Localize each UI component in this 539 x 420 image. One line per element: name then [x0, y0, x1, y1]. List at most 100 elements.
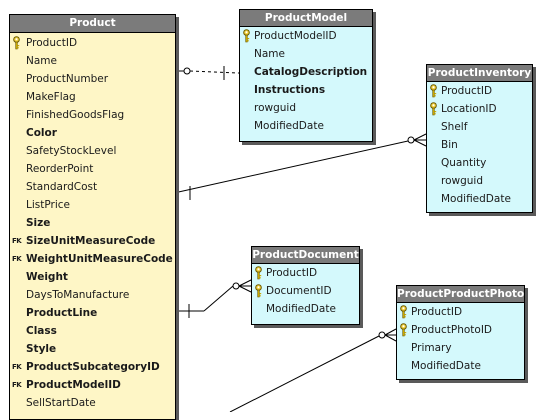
column-name: SizeUnitMeasureCode: [26, 235, 156, 247]
column-row[interactable]: LocationID: [427, 100, 532, 118]
column-row[interactable]: ModifiedDate: [252, 300, 359, 318]
table-title[interactable]: Product: [10, 15, 175, 33]
column-name: ProductModelID: [254, 30, 337, 42]
column-name: rowguid: [254, 102, 296, 114]
column-name: ProductID: [26, 37, 78, 49]
column-row[interactable]: SellStartDate: [10, 394, 175, 412]
column-name: SellStartDate: [26, 397, 96, 409]
fk-icon: FK: [12, 255, 22, 273]
column-row[interactable]: ProductPhotoID: [397, 321, 524, 339]
column-row[interactable]: Shelf: [427, 118, 532, 136]
column-row[interactable]: rowguid: [240, 99, 372, 117]
column-row[interactable]: ProductID: [252, 264, 359, 282]
fk-label: FK: [12, 255, 22, 263]
column-row[interactable]: Name: [240, 45, 372, 63]
column-name: FinishedGoodsFlag: [26, 109, 125, 121]
key-icon: [429, 82, 438, 100]
column-name: Size: [26, 217, 51, 229]
table-productdocument[interactable]: ProductDocument ProductID DocumentID Modif…: [251, 246, 360, 325]
fk-label: FK: [12, 381, 22, 389]
column-name: MakeFlag: [26, 91, 76, 103]
column-row[interactable]: CatalogDescription: [240, 63, 372, 81]
relation-product-productdocument[interactable]: [174, 279, 252, 318]
relation-product-productmodel[interactable]: [174, 66, 240, 80]
column-row[interactable]: FK ProductSubcategoryID: [10, 358, 175, 376]
column-name: ProductNumber: [26, 73, 109, 85]
column-row[interactable]: ProductNumber: [10, 70, 175, 88]
column-name: DocumentID: [266, 285, 332, 297]
column-name: ListPrice: [26, 199, 70, 211]
key-icon: [242, 27, 251, 45]
fk-icon: FK: [12, 381, 22, 399]
column-name: rowguid: [441, 175, 483, 187]
column-row[interactable]: Style: [10, 340, 175, 358]
column-name: Name: [26, 55, 57, 67]
column-name: ProductLine: [26, 307, 98, 319]
column-row[interactable]: Weight: [10, 268, 175, 286]
column-name: SafetyStockLevel: [26, 145, 117, 157]
column-row[interactable]: rowguid: [427, 172, 532, 190]
table-title[interactable]: ProductDocument: [252, 247, 359, 264]
column-row[interactable]: FK SizeUnitMeasureCode: [10, 232, 175, 250]
column-name: ProductSubcategoryID: [26, 361, 160, 373]
column-row[interactable]: MakeFlag: [10, 88, 175, 106]
column-name: CatalogDescription: [254, 66, 368, 78]
table-productproductphoto[interactable]: ProductProductPhoto ProductID ProductPhot…: [396, 285, 525, 380]
key-icon: [429, 100, 438, 118]
column-row[interactable]: Color: [10, 124, 175, 142]
column-name: StandardCost: [26, 181, 98, 193]
column-row[interactable]: Quantity: [427, 154, 532, 172]
column-row[interactable]: Bin: [427, 136, 532, 154]
column-row[interactable]: FinishedGoodsFlag: [10, 106, 175, 124]
column-name: Primary: [411, 342, 452, 354]
relation-product-productinventory[interactable]: [173, 133, 427, 200]
fk-label: FK: [12, 363, 22, 371]
column-row[interactable]: ModifiedDate: [397, 357, 524, 375]
column-name: Quantity: [441, 157, 487, 169]
key-icon: [254, 264, 263, 282]
fk-label: FK: [12, 237, 22, 245]
column-name: Name: [254, 48, 285, 60]
column-name: ProductPhotoID: [411, 324, 493, 336]
key-icon: [254, 282, 263, 300]
column-row[interactable]: Instructions: [240, 81, 372, 99]
column-row[interactable]: ProductModelID: [240, 27, 372, 45]
column-name: ModifiedDate: [411, 360, 481, 372]
column-row[interactable]: StandardCost: [10, 178, 175, 196]
column-row[interactable]: ListPrice: [10, 196, 175, 214]
column-name: Shelf: [441, 121, 468, 133]
column-row[interactable]: ReorderPoint: [10, 160, 175, 178]
column-row[interactable]: Size: [10, 214, 175, 232]
column-row[interactable]: ModifiedDate: [240, 117, 372, 135]
column-row[interactable]: ModifiedDate: [427, 190, 532, 208]
table-title[interactable]: ProductModel: [240, 10, 372, 27]
column-row[interactable]: Primary: [397, 339, 524, 357]
column-row[interactable]: DocumentID: [252, 282, 359, 300]
column-row[interactable]: Name: [10, 52, 175, 70]
column-row[interactable]: ProductID: [427, 82, 532, 100]
column-name: Color: [26, 127, 57, 139]
column-name: Bin: [441, 139, 458, 151]
column-name: ModifiedDate: [266, 303, 336, 315]
column-name: ModifiedDate: [441, 193, 511, 205]
column-name: ReorderPoint: [26, 163, 94, 175]
table-title[interactable]: ProductProductPhoto: [397, 286, 524, 303]
column-row[interactable]: ProductLine: [10, 304, 175, 322]
column-row[interactable]: ProductID: [10, 34, 175, 52]
column-row[interactable]: Class: [10, 322, 175, 340]
column-row[interactable]: DaysToManufacture: [10, 286, 175, 304]
table-title[interactable]: ProductInventory: [427, 65, 532, 82]
column-name: Class: [26, 325, 57, 337]
relation-product-productproductphoto[interactable]: [229, 328, 397, 412]
column-name: Instructions: [254, 84, 326, 96]
column-row[interactable]: ProductID: [397, 303, 524, 321]
column-row[interactable]: SafetyStockLevel: [10, 142, 175, 160]
